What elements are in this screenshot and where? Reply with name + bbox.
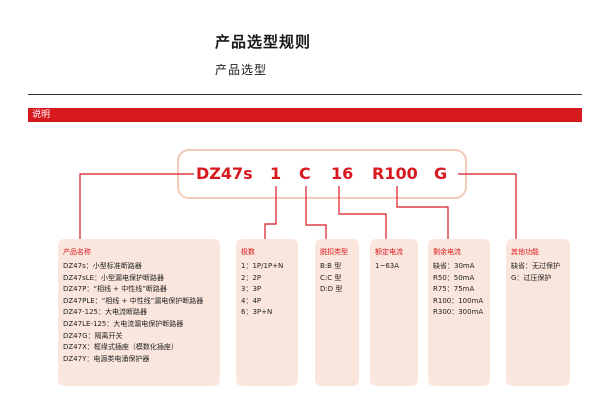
list-item: 缺省：30mA [433,262,475,270]
code-part-residual: R100 [372,164,418,183]
model-code-box [177,149,467,199]
list-item: 2：2P [241,273,262,282]
top-divider [28,94,582,95]
info-box-rated-current: 额定电流 1~63A [370,239,418,386]
list-item: 1~63A [375,262,400,270]
code-part-trip: C [299,164,311,183]
info-box-poles: 极数 1：1P/1P+N 2：2P 3：3P 4：4P 6：3P+N [236,239,298,386]
list-item: R300：300mA [433,308,484,317]
info-box-trip-type: 脱扣类型 B:B 型 C:C 型 D:D 型 [315,239,359,386]
info-box-title: 额定电流 [375,248,403,256]
code-part-series: DZ47s [196,164,253,183]
list-item: DZ47P：“相线 + 中性线”断路器 [63,285,167,294]
list-item: DZ47LE-125：大电流漏电保护断路器 [63,319,184,328]
page-subtitle: 产品选型 [215,63,268,77]
info-box-title: 剩余电流 [433,248,461,256]
list-item: DZ47G：隔离开关 [63,331,123,340]
list-item: DZ47s：小型标准断路器 [63,262,142,270]
list-item: DZ47X：框缘式插座（模数化插座） [63,343,178,352]
list-item: D:D 型 [320,285,343,294]
list-item: 4：4P [241,296,262,305]
code-part-function: G [434,164,448,183]
list-item: 缺省：无过保护 [511,262,560,270]
list-item: R75：75mA [433,285,475,294]
connector-residual [396,186,449,239]
list-item: G：过压保护 [511,273,552,282]
list-item: 3：3P [241,285,262,294]
list-item: DZ47sLE：小型漏电保护断路器 [63,273,165,282]
list-item: 6：3P+N [241,308,273,317]
info-box-title: 脱扣类型 [320,248,348,256]
list-item: DZ47Y：电源类电涌保护器 [63,354,150,363]
info-box-other-functions: 其他功能 缺省：无过保护 G：过压保护 [506,239,570,386]
info-box-product-name: 产品名称 DZ47s：小型标准断路器 DZ47sLE：小型漏电保护断路器 DZ4… [58,239,220,386]
info-box-title: 极数 [241,248,255,256]
list-item: B:B 型 [320,262,342,270]
page-title: 产品选型规则 [215,33,312,51]
list-item: 1：1P/1P+N [241,262,284,270]
list-item: R50：50mA [433,273,475,282]
list-item: R100：100mA [433,296,484,305]
section-label: 说明 [32,110,51,120]
info-box-title: 产品名称 [63,248,91,256]
info-box-residual-current: 剩余电流 缺省：30mA R50：50mA R75：75mA R100：100m… [428,239,490,386]
list-item: C:C 型 [320,273,342,282]
code-part-current: 16 [331,164,354,183]
connector-trip [305,186,327,239]
list-item: DZ47PLE：“相线 + 中性线”漏电保护断路器 [63,296,204,305]
info-box-title: 其他功能 [511,248,539,256]
connector-current [338,186,387,239]
connector-poles [264,186,277,239]
connector-function [458,173,517,239]
section-bar: 说明 [28,108,582,122]
code-part-poles: 1 [270,164,282,183]
list-item: DZ47-125：大电流断路器 [63,308,147,317]
connector-series [79,173,194,239]
